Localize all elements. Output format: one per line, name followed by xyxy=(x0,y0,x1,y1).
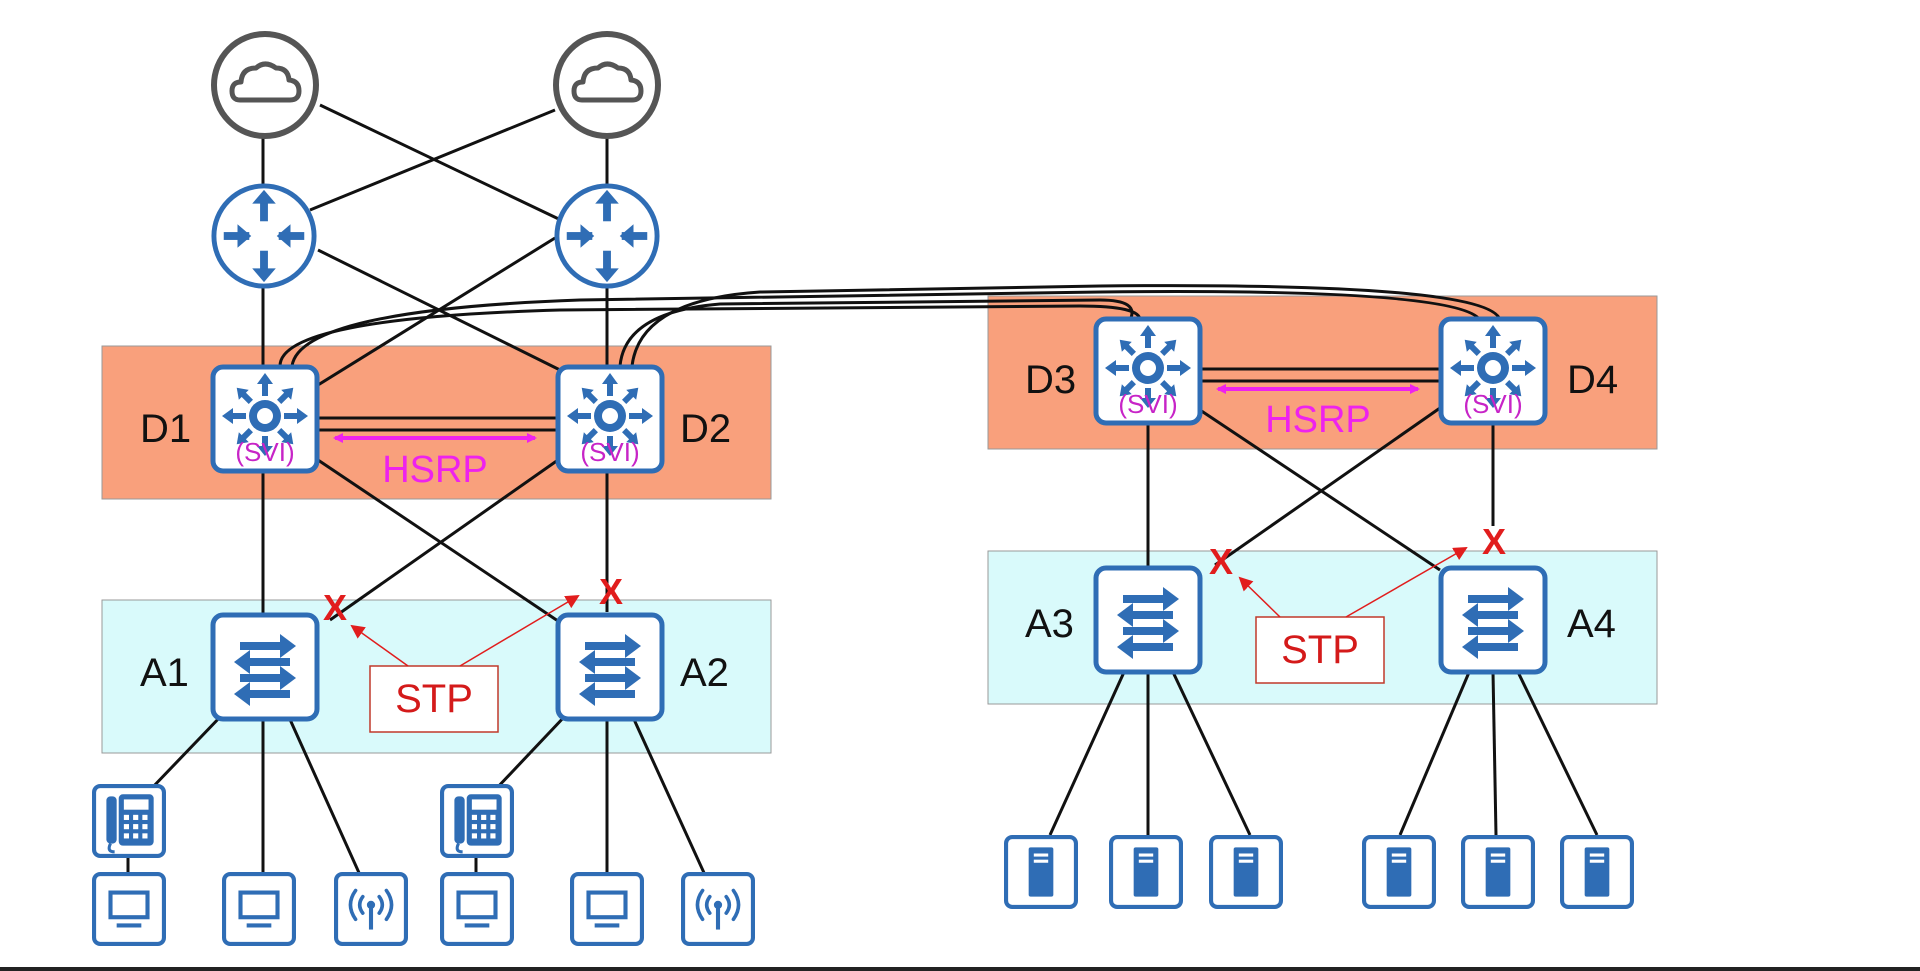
svi-label: (SVI) xyxy=(235,437,294,467)
pc-icon xyxy=(442,874,512,944)
pc-icon xyxy=(572,874,642,944)
switch-icon xyxy=(1441,568,1545,672)
device-label-d1: D1 xyxy=(140,407,191,451)
server-icon xyxy=(1562,837,1632,907)
switch-icon xyxy=(1096,568,1200,672)
bottom-border xyxy=(0,967,1920,971)
pc-icon xyxy=(224,874,294,944)
cloud-icon xyxy=(214,34,316,136)
wireless-ap-icon xyxy=(336,874,406,944)
device-label-a1: A1 xyxy=(140,651,189,695)
pc-icon xyxy=(94,874,164,944)
ip-phone-icon xyxy=(94,786,164,856)
ip-phone-icon xyxy=(442,786,512,856)
wireless-ap-icon xyxy=(683,874,753,944)
stp-arrow xyxy=(350,624,409,667)
device-label-a3: A3 xyxy=(1025,602,1074,646)
device-label-d2: D2 xyxy=(680,407,731,451)
blocked-port-mark: X xyxy=(1209,541,1233,582)
stp-arrow xyxy=(459,594,580,667)
server-icon xyxy=(1463,837,1533,907)
device-label-d4: D4 xyxy=(1567,358,1618,402)
server-icon xyxy=(1364,837,1434,907)
stp-box-right xyxy=(1255,616,1385,684)
stp-label-right: STP xyxy=(1281,628,1359,672)
hsrp-label-right: HSRP xyxy=(1265,399,1371,441)
router-icon xyxy=(214,186,314,286)
router-icon xyxy=(557,186,657,286)
links xyxy=(126,103,1599,876)
hsrp-label-left: HSRP xyxy=(382,449,488,491)
server-icon xyxy=(1111,837,1181,907)
blocked-port-mark: X xyxy=(1482,521,1506,562)
switch-icon xyxy=(558,615,662,719)
svi-label: (SVI) xyxy=(580,437,639,467)
stp-label-left: STP xyxy=(395,677,473,721)
server-icon xyxy=(1006,837,1076,907)
cloud-icon xyxy=(556,34,658,136)
svi-label: (SVI) xyxy=(1118,389,1177,419)
device-label-d3: D3 xyxy=(1025,358,1076,402)
stp-box-left xyxy=(369,665,499,733)
server-icon xyxy=(1211,837,1281,907)
device-label-a4: A4 xyxy=(1567,602,1616,646)
stp-arrow xyxy=(1345,547,1468,618)
blocked-port-mark: X xyxy=(323,587,347,628)
blocked-port-mark: X xyxy=(599,571,623,612)
device-label-a2: A2 xyxy=(680,651,729,695)
stp-arrow xyxy=(1238,576,1281,618)
switch-icon xyxy=(213,615,317,719)
svi-label: (SVI) xyxy=(1463,389,1522,419)
